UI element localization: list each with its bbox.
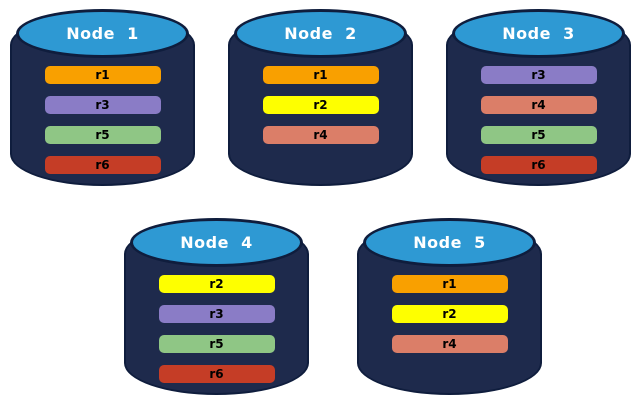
database-cylinder-top: Node 2 [234, 9, 407, 58]
node-1-cylinder: Node 1 r1 r3 r5 r6 [10, 7, 195, 187]
replica-bar-r6: r6 [480, 156, 597, 174]
replica-bar-r6: r6 [44, 156, 161, 174]
replica-bar-r4: r4 [480, 96, 597, 114]
node-title: Node 3 [502, 24, 575, 43]
replica-bar-r1: r1 [391, 275, 508, 293]
replica-bar-r6: r6 [158, 365, 275, 383]
replica-bar-r5: r5 [44, 126, 161, 144]
node-2-cylinder: Node 2 r1 r2 r4 [228, 7, 413, 187]
replica-list: r1 r3 r5 r6 [10, 66, 195, 174]
replica-bar-r1: r1 [44, 66, 161, 84]
replica-bar-r2: r2 [391, 305, 508, 323]
replica-bar-r5: r5 [158, 335, 275, 353]
replica-list: r1 r2 r4 [357, 275, 542, 353]
replica-list: r3 r4 r5 r6 [446, 66, 631, 174]
node-3-cylinder: Node 3 r3 r4 r5 r6 [446, 7, 631, 187]
node-title: Node 1 [66, 24, 139, 43]
database-cylinder-top: Node 5 [363, 218, 536, 267]
node-5-cylinder: Node 5 r1 r2 r4 [357, 216, 542, 396]
replica-bar-r2: r2 [262, 96, 379, 114]
replica-bar-r2: r2 [158, 275, 275, 293]
database-cylinder-top: Node 1 [16, 9, 189, 58]
node-row-bottom: Node 4 r2 r3 r5 r6 Node 5 r1 r2 r4 [124, 216, 542, 396]
replica-bar-r3: r3 [158, 305, 275, 323]
replica-bar-r5: r5 [480, 126, 597, 144]
replica-bar-r4: r4 [391, 335, 508, 353]
node-title: Node 5 [413, 233, 486, 252]
node-4-cylinder: Node 4 r2 r3 r5 r6 [124, 216, 309, 396]
node-title: Node 4 [180, 233, 253, 252]
node-title: Node 2 [284, 24, 357, 43]
replica-bar-r3: r3 [480, 66, 597, 84]
replica-list: r1 r2 r4 [228, 66, 413, 144]
database-cylinder-top: Node 4 [130, 218, 303, 267]
replica-bar-r4: r4 [262, 126, 379, 144]
replica-list: r2 r3 r5 r6 [124, 275, 309, 383]
replica-bar-r1: r1 [262, 66, 379, 84]
replica-bar-r3: r3 [44, 96, 161, 114]
database-cylinder-top: Node 3 [452, 9, 625, 58]
